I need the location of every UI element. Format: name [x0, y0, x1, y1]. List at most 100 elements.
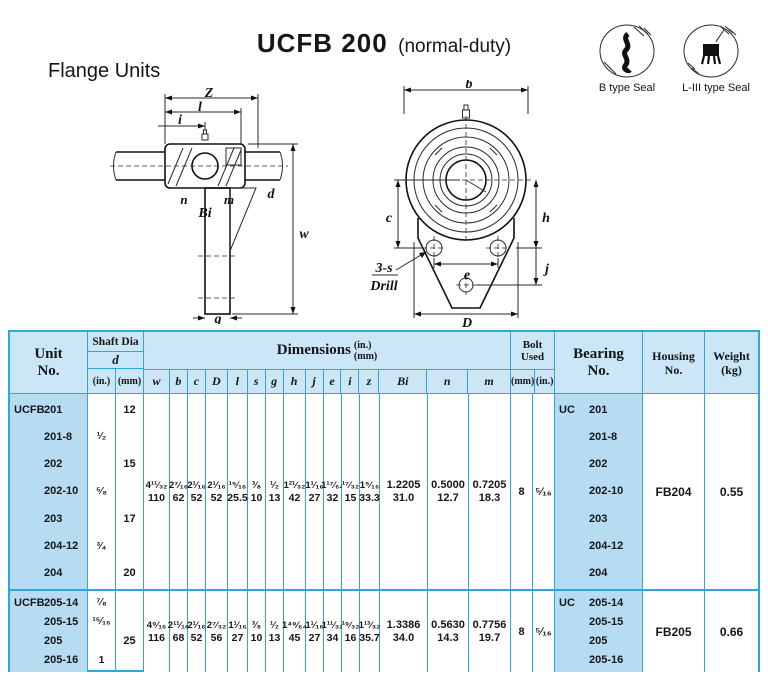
dim-label-D: D: [461, 316, 472, 328]
bolt-in: ⁵⁄₁₆: [533, 591, 555, 672]
page-title-main: UCFB 200: [256, 28, 388, 58]
col-g: g: [266, 370, 284, 393]
side-view-drawing: Z l i n Bi m d w g: [108, 86, 323, 324]
col-i: i: [341, 370, 360, 393]
col-Bi: Bi: [379, 370, 428, 393]
housing-no: FB204: [643, 394, 705, 589]
table-row: 202: [44, 458, 63, 471]
housing-no: FB205: [643, 591, 705, 672]
drill-note-label: Drill: [369, 279, 397, 294]
bolt-mm: 8: [511, 394, 533, 589]
b-type-seal-icon: [588, 22, 666, 80]
col-header-bolt-used: Bolt Used (mm) (in.): [511, 332, 555, 393]
bolt-mm-unit: (mm): [511, 370, 536, 393]
table-header: Unit No. Shaft Dia d (in.) (mm) Dimensio…: [10, 332, 758, 394]
dim-label-l: l: [198, 100, 202, 115]
dim-label-n: n: [180, 192, 187, 207]
shaft-in-unit: (in.): [88, 369, 116, 393]
col-n: n: [427, 370, 469, 393]
section-label: Flange Units: [48, 60, 161, 82]
shaft-dia-mm-column: 25: [116, 591, 144, 672]
col-j: j: [306, 370, 324, 393]
table-row: 205: [44, 635, 63, 648]
col-header-housing-no: Housing No.: [643, 332, 705, 393]
weight-kg: 0.55: [705, 394, 758, 589]
col-header-weight: Weight (kg): [713, 348, 750, 377]
shaft-mm-unit: (mm): [117, 375, 142, 387]
col-l: l: [228, 370, 248, 393]
shaft-dia-in-column: ⁷⁄₈ ¹⁵⁄₁₆ 1: [88, 591, 116, 672]
col-b: b: [170, 370, 188, 393]
col-header-shaft-dia: Shaft Dia d (in.) (mm): [88, 332, 144, 393]
col-m: m: [484, 374, 494, 388]
drill-note-count: 3-s: [374, 261, 393, 276]
dim-label-h: h: [542, 211, 550, 226]
col-e: e: [324, 370, 342, 393]
table-row: 202-10: [44, 485, 79, 498]
l3-type-seal-label: L-III type Seal: [682, 82, 750, 94]
dim-label-g: g: [214, 312, 222, 324]
dim-label-b: b: [466, 80, 473, 92]
col-z: z: [359, 370, 380, 393]
col-h: h: [284, 370, 306, 393]
col-c: c: [188, 370, 206, 393]
front-view-drawing: b c h j e D 3-s Drill: [366, 80, 571, 328]
dim-label-m: m: [224, 192, 234, 207]
weight-kg: 0.66: [705, 591, 758, 672]
page-title-note: (normal-duty): [398, 36, 512, 57]
l3-type-seal-icon: [672, 22, 750, 80]
bolt-in-unit: (in.): [535, 376, 554, 387]
dim-label-w: w: [299, 227, 309, 242]
col-header-unit-no: Unit No.: [10, 332, 88, 393]
table-row: 205-16: [44, 654, 79, 667]
col-D: D: [206, 370, 228, 393]
col-w: w: [144, 370, 170, 393]
bolt-mm: 8: [511, 591, 533, 672]
page-title: UCFB 200 (normal-duty): [0, 28, 768, 59]
table-row: 204: [44, 567, 63, 580]
shaft-dia-mm-column: 12 15 17 20: [116, 394, 144, 589]
dim-label-c: c: [386, 211, 393, 226]
table-row: 205-15: [44, 615, 79, 628]
bolt-in: ⁵⁄₁₆: [533, 394, 555, 589]
table-row: 203: [44, 512, 63, 525]
dimension-table: Unit No. Shaft Dia d (in.) (mm) Dimensio…: [8, 330, 760, 672]
dim-label-i: i: [178, 113, 182, 128]
dim-label-e: e: [464, 268, 470, 283]
dim-label-j: j: [543, 262, 549, 277]
table-row: 204-12: [44, 540, 79, 553]
